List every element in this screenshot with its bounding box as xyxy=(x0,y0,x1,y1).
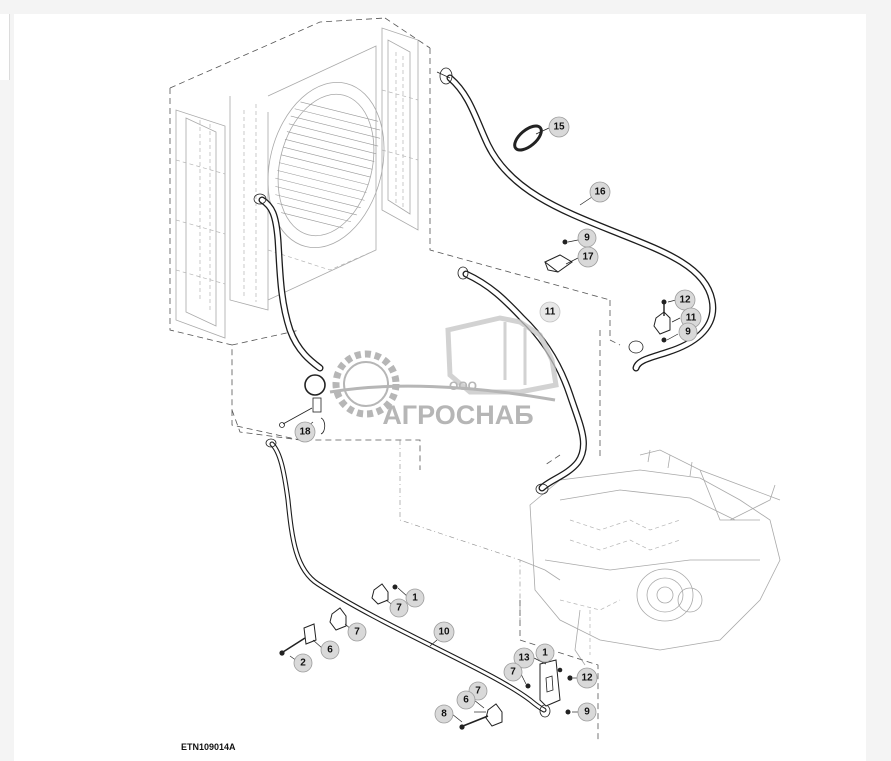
svg-text:17: 17 xyxy=(582,252,594,263)
svg-text:8: 8 xyxy=(441,709,447,720)
guide-line xyxy=(519,600,599,742)
callout-1-lower: 1 xyxy=(535,643,555,663)
transmission-assembly xyxy=(519,449,781,666)
svg-text:11: 11 xyxy=(686,313,697,324)
svg-text:2: 2 xyxy=(300,658,306,669)
watermark-brand: АГРОСНАБ xyxy=(382,400,533,430)
svg-text:13: 13 xyxy=(518,653,530,664)
clamp-7-upper xyxy=(371,583,398,605)
svg-text:12: 12 xyxy=(679,295,691,306)
callout-9-lower: 9 xyxy=(577,702,597,722)
bolt-8 xyxy=(459,715,489,730)
bracket-11-upper xyxy=(653,299,671,343)
nut-9 xyxy=(562,239,568,245)
svg-text:9: 9 xyxy=(685,327,691,338)
svg-text:12: 12 xyxy=(581,673,593,684)
callout-13: 13 xyxy=(513,647,535,669)
svg-text:18: 18 xyxy=(299,427,311,438)
clamp-7-lower xyxy=(485,703,503,727)
callout-2: 2 xyxy=(293,653,313,673)
callout-6-lower: 6 xyxy=(456,690,476,710)
svg-text:1: 1 xyxy=(412,593,418,604)
callout-10: 10 xyxy=(433,621,455,643)
svg-text:15: 15 xyxy=(553,122,565,133)
callout-8: 8 xyxy=(434,704,454,724)
svg-text:6: 6 xyxy=(327,645,333,656)
bolt-2 xyxy=(279,637,306,656)
callout-7-right: 7 xyxy=(503,662,523,682)
svg-text:6: 6 xyxy=(463,695,469,706)
figure-id: ETN109014A xyxy=(181,742,236,752)
callout-17: 17 xyxy=(577,246,599,268)
callout-15: 15 xyxy=(548,116,570,138)
centre-line xyxy=(399,440,521,620)
callout-9-upper: 9 xyxy=(577,228,597,248)
svg-text:7: 7 xyxy=(510,667,516,678)
bracket-17 xyxy=(544,254,573,273)
callout-16: 16 xyxy=(589,181,611,203)
o-ring xyxy=(304,374,326,396)
callout-12-lower: 12 xyxy=(576,667,598,689)
hose-14 xyxy=(457,266,587,495)
radiator-assembly xyxy=(169,17,621,441)
callout-9-right: 9 xyxy=(678,322,698,342)
svg-text:7: 7 xyxy=(354,627,360,638)
radiator-outlet-hose xyxy=(253,193,326,396)
guide-line xyxy=(544,454,561,466)
svg-text:9: 9 xyxy=(584,707,590,718)
callout-18: 18 xyxy=(294,421,316,443)
callout-7-upper: 7 xyxy=(389,598,409,618)
o-ring-15 xyxy=(513,124,543,152)
clamp-7-middle xyxy=(329,607,347,631)
clamp-18 xyxy=(279,397,326,435)
watermark-logo: ООО АГРОСНАБ xyxy=(329,315,559,430)
watermark-prefix: ООО xyxy=(449,379,477,393)
svg-text:1: 1 xyxy=(542,648,548,659)
callout-12-upper: 12 xyxy=(674,289,696,311)
callout-11-hose: 11 xyxy=(539,301,561,323)
svg-text:7: 7 xyxy=(396,603,402,614)
callout-1-upper: 1 xyxy=(405,588,425,608)
svg-text:7: 7 xyxy=(475,686,481,697)
pipe-10 xyxy=(265,438,551,718)
svg-text:11: 11 xyxy=(545,307,556,318)
page-edge-strip xyxy=(0,14,10,80)
svg-text:9: 9 xyxy=(584,233,590,244)
bracket-13 xyxy=(525,659,573,715)
hose-16 xyxy=(439,67,717,372)
callout-6-left: 6 xyxy=(320,640,340,660)
svg-text:10: 10 xyxy=(438,627,450,638)
callout-7-middle: 7 xyxy=(347,622,367,642)
svg-text:16: 16 xyxy=(594,187,606,198)
